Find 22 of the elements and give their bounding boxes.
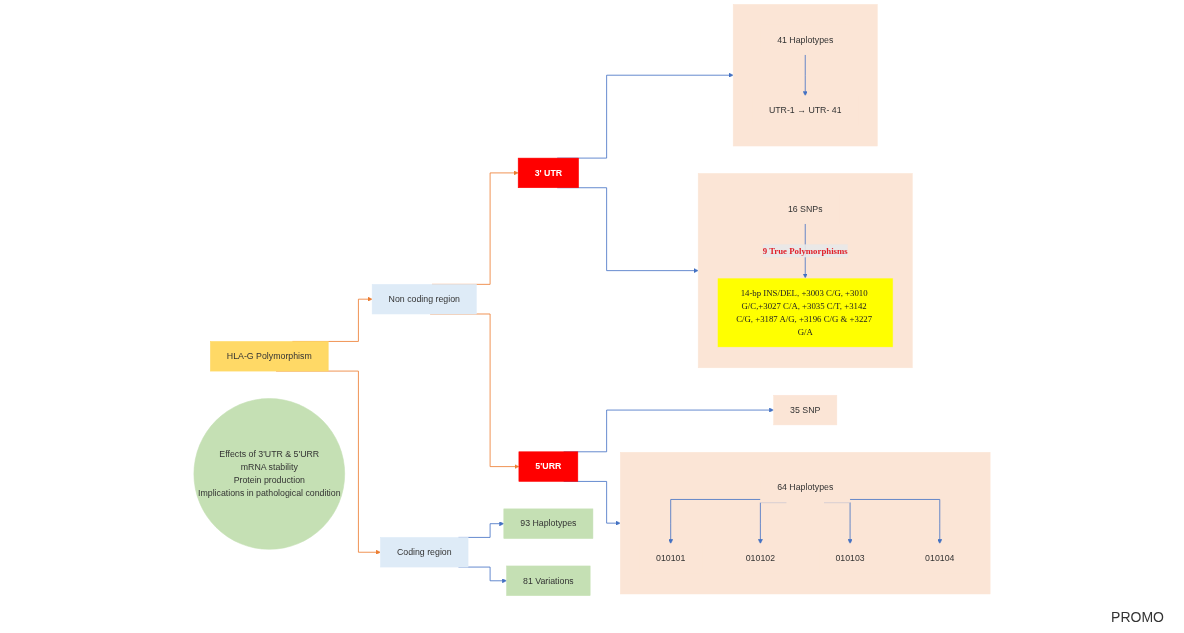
node-box: 14-bp INS/DEL, +3003 C/G, +3010 G/C,+3027 C/A, +3035 C/T, +3142 C/G, +3187 A/G, +3196 C/G & +3227 G/A [717,277,894,348]
node-box: 3' UTR [517,157,579,188]
node-box: Non coding region [371,284,477,315]
edge-label: 9 True Polymorphisms [762,245,848,256]
node-text: 41 Haplotypes [777,34,834,45]
node-text: 010101 [656,553,686,563]
node-box: 81 Variations [506,565,591,596]
node-circle: Effects of 3'UTR & 5'URR mRNA stability Protein production Implications in pathological condition [193,398,345,550]
node-box: HLA-G Polymorphism [210,341,329,372]
note-text: PROMO [1111,609,1164,625]
node-text: 010102 [745,553,776,563]
cluster [620,452,991,595]
node-box: 5'URR [518,451,579,482]
node-box: Coding region [380,537,469,568]
cluster [732,4,878,147]
node-text: 16 SNPs [787,203,823,214]
node-box: 93 Haplotypes [503,508,594,539]
node-box: 35 SNP [773,394,838,426]
node-text: 010103 [835,553,865,563]
node-text: 010104 [925,553,955,563]
node-text: UTR-1 → UTR- 41 [768,105,842,115]
cluster [697,173,913,369]
